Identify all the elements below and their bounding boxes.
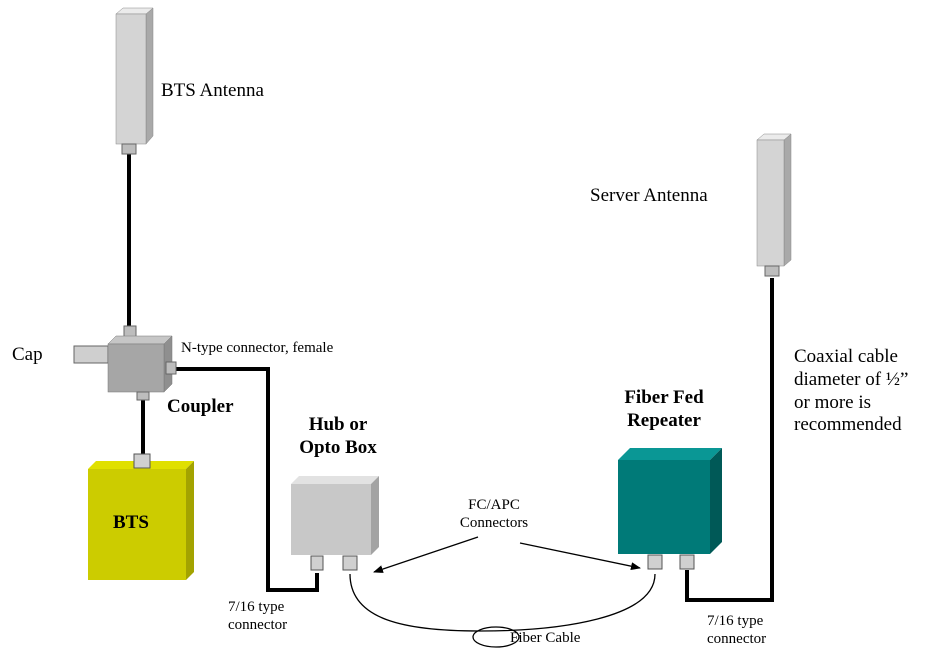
coax-label-line4: recommended — [794, 414, 902, 436]
cap — [73, 345, 109, 364]
conn-right-line1: 7/16 type — [707, 613, 764, 629]
hub-label: Hub or Opto Box — [288, 414, 388, 460]
coupler — [73, 325, 177, 401]
connector-right-label: 7/16 type connector — [707, 612, 766, 648]
server-antenna-connector — [764, 265, 780, 277]
fcapc-label-line2: Connectors — [459, 515, 529, 531]
repeater-fiber-port — [647, 554, 663, 570]
coax-label-line2: diameter of ½” — [794, 368, 909, 390]
server-antenna — [756, 133, 792, 277]
fiber-fed-label-line1: Fiber Fed — [624, 387, 704, 408]
hub-fiber-port — [342, 555, 358, 571]
fiber-cable-coil — [472, 626, 520, 648]
coax-label-line1: Coaxial cable — [794, 346, 898, 367]
coupler-hub-cable — [176, 367, 319, 592]
hub-coax-port — [310, 555, 324, 571]
bts — [88, 453, 194, 580]
hub-label-line2: Opto Box — [299, 436, 377, 458]
fcapc-arrow-left — [373, 536, 479, 573]
fcapc-connectors-label: FC/APC Connectors — [435, 496, 553, 532]
conn-right-line2: connector — [707, 631, 767, 647]
repeater-server-cable — [685, 278, 774, 602]
coupler-right-port — [165, 361, 177, 375]
fcapc-label-line1: FC/APC — [468, 497, 520, 513]
fiber-fed-label-line2: Repeater — [627, 409, 701, 431]
hub-opto-box — [291, 476, 379, 571]
connector-left-label: 7/16 type connector — [228, 598, 287, 634]
bts-antenna — [115, 7, 154, 155]
coupler-label: Coupler — [167, 396, 234, 417]
conn-left-line1: 7/16 type — [228, 599, 285, 615]
coax-cables — [127, 154, 774, 602]
fiber-cable — [349, 573, 656, 648]
bts-antenna-connector — [121, 143, 137, 155]
conn-left-line2: connector — [228, 617, 288, 633]
coaxial-cable-label: Coaxial cable diameter of ½” or more is … — [794, 346, 908, 437]
hub-label-line1: Hub or — [308, 414, 368, 435]
fiber-cable-label: Fiber Cable — [510, 630, 581, 646]
cap-label: Cap — [12, 344, 43, 365]
fiber-fed-repeater — [618, 448, 722, 570]
coupler-bottom-port — [136, 391, 150, 401]
bts-antenna-label: BTS Antenna — [161, 80, 264, 101]
fcapc-arrow-right — [519, 542, 641, 571]
n-type-connector-label: N-type connector, female — [181, 340, 334, 356]
bts-connector — [133, 453, 151, 469]
fiber-cable-line — [349, 573, 656, 632]
server-antenna-label: Server Antenna — [590, 185, 708, 206]
bts-label: BTS — [113, 512, 149, 533]
coax-label-line3: or more is — [794, 391, 872, 413]
fiber-fed-repeater-label: Fiber Fed Repeater — [604, 387, 724, 433]
repeater-coax-port — [679, 554, 695, 570]
